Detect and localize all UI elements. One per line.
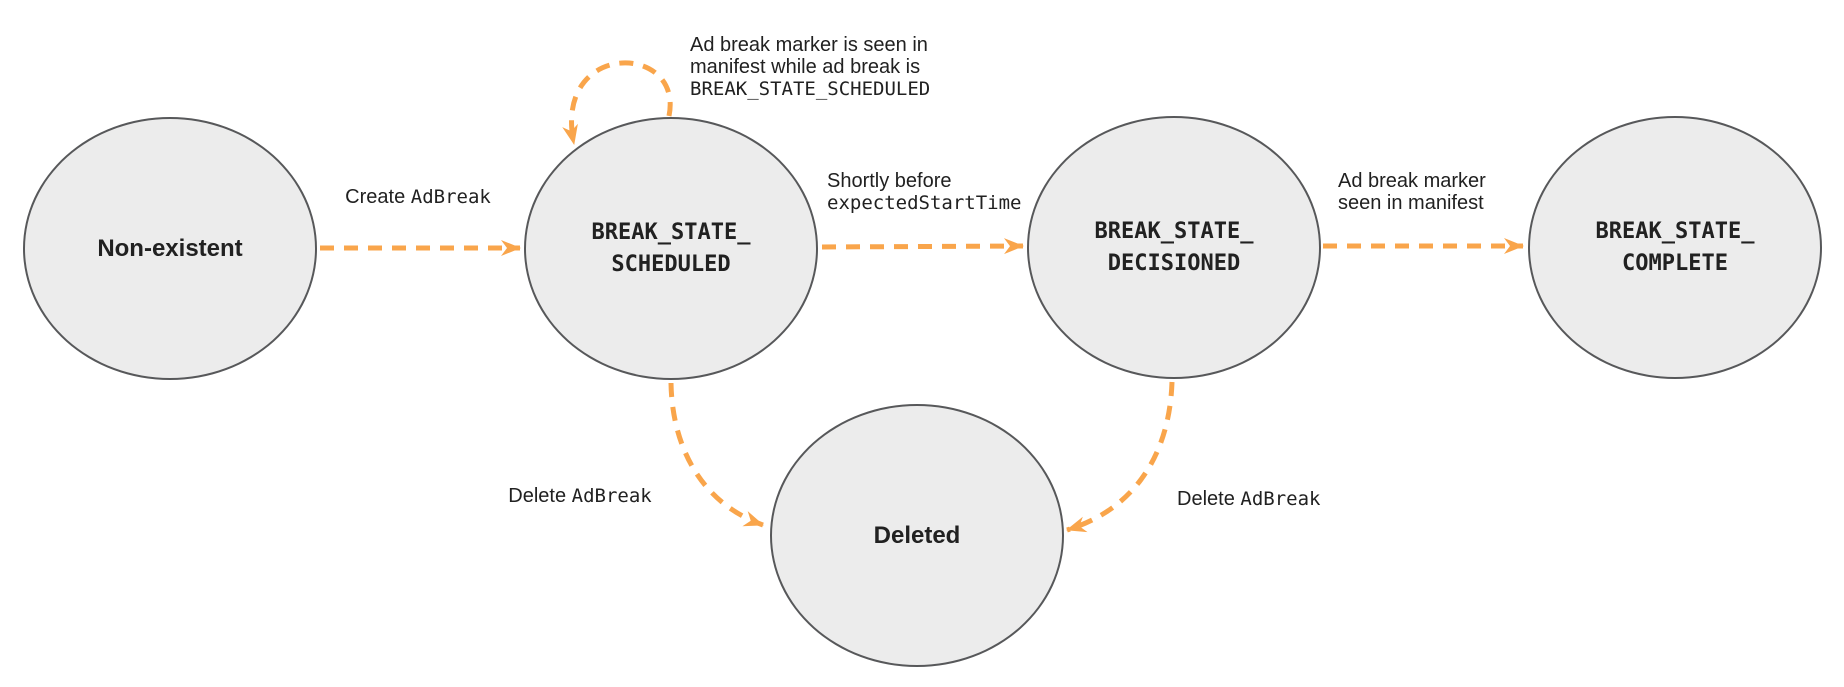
state-label: BREAK_STATE_ DECISIONED	[1094, 218, 1254, 276]
label-create-adbreak: Create AdBreak	[345, 186, 491, 208]
state-label: Non-existent	[97, 234, 243, 262]
label-marker-seen: Ad break marker seen in manifest	[1338, 170, 1486, 214]
state-label: Deleted	[873, 521, 961, 549]
state-deleted: Deleted	[770, 404, 1064, 667]
state-label: BREAK_STATE_ COMPLETE	[1595, 218, 1755, 276]
label-shortly-before: Shortly before expectedStartTime	[827, 170, 1022, 214]
state-label: BREAK_STATE_ SCHEDULED	[591, 219, 751, 277]
state-break-state-decisioned: BREAK_STATE_ DECISIONED	[1027, 116, 1321, 379]
state-break-state-scheduled: BREAK_STATE_ SCHEDULED	[524, 117, 818, 380]
edge-self-loop-scheduled	[562, 60, 673, 145]
edge-delete-from-scheduled	[668, 382, 764, 528]
edge-delete-from-decisioned	[1066, 381, 1175, 533]
state-non-existent: Non-existent	[23, 117, 317, 380]
label-delete-adbreak-right: Delete AdBreak	[1177, 488, 1321, 510]
edge-shortly-before	[821, 238, 1024, 255]
label-delete-adbreak-left: Delete AdBreak	[508, 485, 652, 507]
label-self-loop: Ad break marker is seen in manifest whil…	[690, 34, 931, 100]
state-break-state-complete: BREAK_STATE_ COMPLETE	[1528, 116, 1822, 379]
